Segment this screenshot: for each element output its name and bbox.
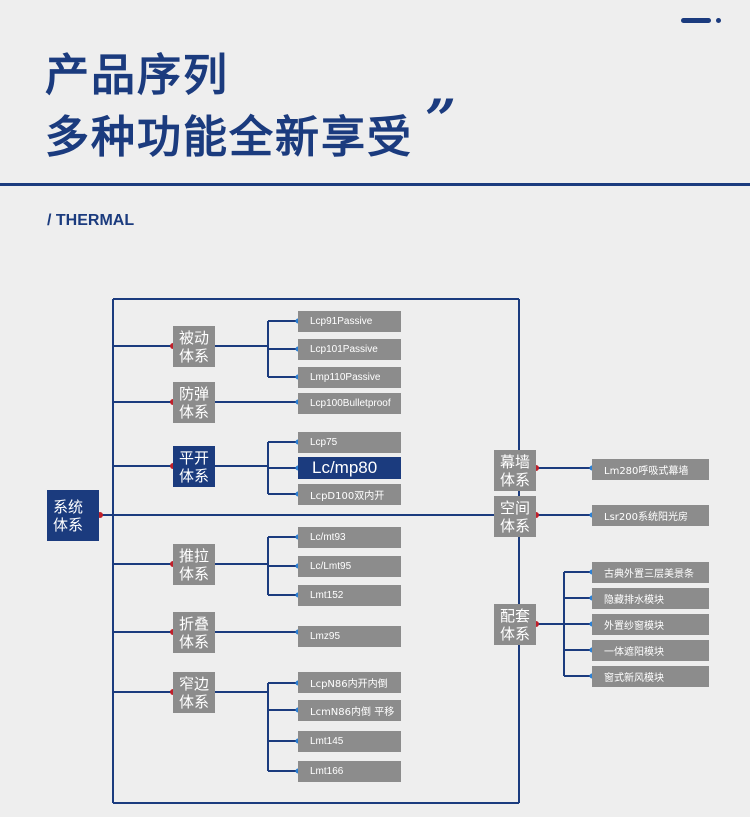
leaf-curtain-1: Lm280呼吸式幕墙 xyxy=(592,459,709,480)
leaf-bulletproof-1: Lcp100Bulletproof xyxy=(298,393,401,414)
leaf-narrow-3: Lmt145 xyxy=(298,731,401,752)
leaf-passive-1: Lcp91Passive xyxy=(298,311,401,332)
leaf-sunroom-1: Lsr200系统阳光房 xyxy=(592,505,709,526)
category-sunroom: 空间 体系 xyxy=(494,496,536,537)
leaf-narrow-2: LcmN86内倒 平移 xyxy=(298,700,401,721)
leaf-accessory-1: 古典外置三层美景条 xyxy=(592,562,709,583)
header-decoration-bar xyxy=(681,18,711,23)
category-accessory: 配套 体系 xyxy=(494,604,536,645)
category-sliding: 推拉 体系 xyxy=(173,544,215,585)
leaf-passive-2: Lcp101Passive xyxy=(298,339,401,360)
leaf-accessory-2: 隐藏排水模块 xyxy=(592,588,709,609)
leaf-casement-1: Lcp75 xyxy=(298,432,401,453)
page-title-line2: 多种功能全新享受 xyxy=(45,112,413,163)
quote-mark: ” xyxy=(425,87,457,151)
leaf-narrow-1: LcpN86内开内倒 xyxy=(298,672,401,693)
section-subtitle: / THERMAL xyxy=(47,212,135,229)
leaf-casement-3: LcpD100双内开 xyxy=(298,484,401,505)
leaf-narrow-4: Lmt166 xyxy=(298,761,401,782)
page-title-line1: 产品序列 xyxy=(45,50,229,101)
leaf-passive-3: Lmp110Passive xyxy=(298,367,401,388)
leaf-accessory-3: 外置纱窗模块 xyxy=(592,614,709,635)
leaf-sliding-2: Lc/Lmt95 xyxy=(298,556,401,577)
leaf-accessory-4: 一体遮阳模块 xyxy=(592,640,709,661)
category-bulletproof: 防弹 体系 xyxy=(173,382,215,423)
category-curtain-wall: 幕墙 体系 xyxy=(494,450,536,491)
root-node: 系统 体系 xyxy=(47,490,99,541)
leaf-folding-1: Lmz95 xyxy=(298,626,401,647)
leaf-casement-2: Lc/mp80 xyxy=(298,457,401,479)
category-folding: 折叠 体系 xyxy=(173,612,215,653)
category-casement: 平开 体系 xyxy=(173,446,215,487)
category-narrow: 窄边 体系 xyxy=(173,672,215,713)
category-passive: 被动 体系 xyxy=(173,326,215,367)
header-divider xyxy=(0,183,750,186)
header-decoration-dot xyxy=(716,18,721,23)
leaf-sliding-3: Lmt152 xyxy=(298,585,401,606)
leaf-sliding-1: Lc/mt93 xyxy=(298,527,401,548)
leaf-accessory-5: 窗式新风模块 xyxy=(592,666,709,687)
